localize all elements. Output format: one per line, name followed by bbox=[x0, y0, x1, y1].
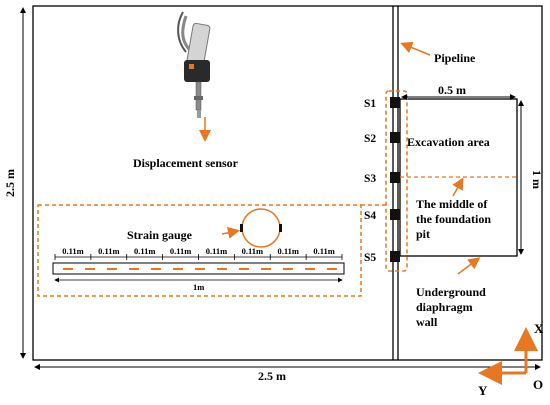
strain-gauge-beam bbox=[52, 262, 345, 275]
excavation-area-label: Excavation area bbox=[407, 135, 490, 149]
strain-gauge-label: Strain gauge bbox=[127, 228, 193, 242]
diaphragm-wall-label-line2: diaphragm bbox=[416, 300, 473, 314]
pit-middle-label-line3: pit bbox=[416, 227, 430, 241]
dim-label-excavation-width: 0.5 m bbox=[438, 83, 466, 97]
strain-gauge-box bbox=[37, 204, 362, 297]
displacement-sensor-label: Displacement sensor bbox=[133, 156, 239, 170]
strain-gauge-ring-tab-left bbox=[240, 224, 243, 232]
sensor-group-box bbox=[385, 90, 408, 272]
diaphragm-wall-arrow bbox=[457, 257, 481, 275]
pit-middle-arrow bbox=[452, 177, 464, 197]
sensor-label: S3 bbox=[364, 173, 376, 185]
spacing-label: 0.11m bbox=[134, 246, 156, 256]
soil-box bbox=[32, 5, 543, 361]
pipeline-arrow bbox=[400, 41, 431, 56]
sensor-s4: S4 bbox=[364, 209, 400, 222]
pipeline-label: Pipeline bbox=[434, 51, 476, 65]
strain-gauge-ring-icon bbox=[241, 208, 281, 248]
displacement-sensor-image bbox=[177, 11, 211, 118]
spacing-label: 0.11m bbox=[242, 246, 264, 256]
spacing-label: 0.11m bbox=[170, 246, 192, 256]
sensor-label: S2 bbox=[364, 133, 376, 145]
axis-x-label: X bbox=[534, 321, 544, 336]
dim-label-strain-beam-length: 1m bbox=[193, 282, 204, 292]
sensor-s1: S1 bbox=[364, 97, 400, 110]
strain-gauge-arrow bbox=[221, 226, 240, 239]
spacing-label: 0.11m bbox=[313, 246, 335, 256]
sensor-label: S4 bbox=[364, 210, 376, 222]
spacing-label: 0.11m bbox=[98, 246, 120, 256]
spacing-label: 0.11m bbox=[277, 246, 299, 256]
axis-y-label: Y bbox=[478, 383, 488, 398]
dim-label-total-width: 2.5 m bbox=[258, 369, 286, 383]
diaphragm-wall-label-line3: wall bbox=[416, 315, 438, 329]
spacing-label: 0.11m bbox=[62, 246, 84, 256]
sensor-label: S1 bbox=[364, 98, 376, 110]
sensor-s5: S5 bbox=[364, 251, 400, 264]
spacing-label: 0.11m bbox=[206, 246, 228, 256]
strain-gauge-spacing-row: 0.11m 0.11m 0.11m 0.11m 0.11m 0.11m 0.11m 0.11m bbox=[54, 246, 343, 260]
sensor-s3: S3 bbox=[364, 172, 400, 185]
pit-middle-label-line1: The middle of bbox=[416, 197, 488, 211]
sensor-label: S5 bbox=[364, 252, 376, 264]
pit-middle-label-line2: the foundation bbox=[416, 212, 491, 226]
diaphragm-wall-label-line1: Underground bbox=[416, 285, 486, 299]
sensor-s2: S2 bbox=[364, 132, 400, 145]
strain-gauge-ring-tab-right bbox=[279, 224, 282, 232]
dim-label-excavation-height: 1 m bbox=[530, 170, 544, 189]
axis-origin-label: O bbox=[533, 377, 543, 392]
dim-label-total-height: 2.5 m bbox=[3, 169, 17, 197]
